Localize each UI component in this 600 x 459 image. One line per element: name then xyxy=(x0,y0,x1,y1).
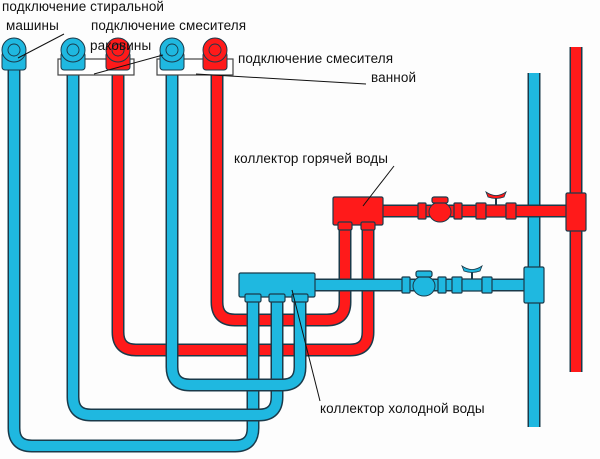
cold-pipe-sink xyxy=(68,62,282,420)
hot-check-valve-nut-right xyxy=(453,202,463,220)
fixture-washing-machine-cold-outlet xyxy=(7,43,21,57)
fixture-washing-machine-cold-body xyxy=(1,37,27,63)
fixture-sink-hot-body xyxy=(105,37,131,63)
hot-check-valve-nut-left xyxy=(417,202,427,220)
hot-ball-valve-body xyxy=(485,204,507,218)
hot-collector-outlet-1 xyxy=(337,221,353,231)
fixture-bath-hot-body xyxy=(202,37,228,63)
label-sink-mixer-line2: раковины xyxy=(90,38,152,53)
label-washing-machine-line2: машины xyxy=(6,18,59,33)
hot-riser-tee xyxy=(565,192,587,232)
cold-check-valve-nut-right xyxy=(437,276,447,294)
cold-ball-valve-nut-left xyxy=(451,276,463,294)
hot-pipe-sink-outline xyxy=(111,62,375,357)
cold-collector-outlet-1 xyxy=(244,293,262,303)
cold-ball-valve-handle xyxy=(461,264,483,273)
fixture-bath-hot-outlet xyxy=(208,43,222,57)
hot-check-valve-cap xyxy=(431,196,449,204)
hot-ball-valve-nut-left xyxy=(475,202,487,220)
label-cold-collector: коллектор холодной воды xyxy=(320,401,485,416)
cold-pipe-bath xyxy=(167,62,305,390)
label-bath-mixer-line1: подключение смесителя xyxy=(238,51,394,66)
fixture-bath-cold-body xyxy=(159,37,185,63)
fixture-sink-hot-outlet xyxy=(111,43,125,57)
leader-washing-machine xyxy=(17,33,65,59)
hot-ball-valve-handle xyxy=(485,190,507,199)
fixture-sink-cold-body xyxy=(60,37,86,63)
hot-pipe-sink xyxy=(113,62,373,355)
hot-collector-body xyxy=(332,196,384,226)
leader-cold-collector xyxy=(291,289,321,402)
label-bath-mixer-line2: ванной xyxy=(371,70,417,85)
hot-collector-outlet-2 xyxy=(360,221,376,231)
cold-riser-tee xyxy=(523,266,545,304)
cold-check-valve-body xyxy=(412,275,436,297)
leader-hot-collector xyxy=(362,165,395,207)
cold-ball-valve-body xyxy=(461,278,483,292)
cold-check-valve-cap xyxy=(415,270,433,278)
cold-collector-outlet-2 xyxy=(268,293,286,303)
hot-check-valve-body xyxy=(428,201,452,223)
fixture-bath-cold-outlet xyxy=(165,43,179,57)
label-sink-mixer-line1: подключение смесителя xyxy=(91,18,247,33)
label-washing-machine-line1: подключение стиральной xyxy=(2,0,165,14)
fixture-sink-cold-outlet xyxy=(66,43,80,57)
leader-sink-mixer xyxy=(93,54,164,75)
hot-ball-valve-nut-right xyxy=(505,202,517,220)
cold-collector-outlet-3 xyxy=(291,293,309,303)
cold-pipe-washing-machine xyxy=(9,62,258,451)
leader-bath-mixer xyxy=(195,73,367,85)
label-hot-collector: коллектор горячей воды xyxy=(234,151,389,166)
cold-check-valve-nut-left xyxy=(401,276,411,294)
cold-ball-valve-nut-right xyxy=(481,276,493,294)
